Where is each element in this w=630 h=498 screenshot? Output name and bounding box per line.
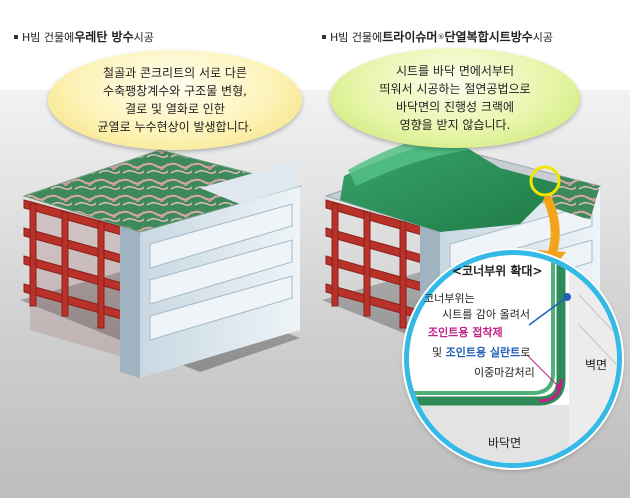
left-headline-suffix: 시공 bbox=[133, 30, 154, 44]
detail-line-4: 및 조인트용 실란트로 bbox=[432, 344, 530, 360]
joint-sealant-label: 조인트용 실란트 bbox=[445, 346, 521, 359]
detail-line-5: 이중마감처리 bbox=[474, 366, 535, 379]
right-headline-strong2: 단열복합시트방수 bbox=[444, 30, 533, 44]
detail-line-1: 코너부위는 bbox=[424, 292, 475, 305]
detail-and: 및 bbox=[432, 346, 446, 359]
wall-label: 벽면 bbox=[585, 358, 608, 372]
left-headline-strong: 우레탄 방수 bbox=[74, 30, 134, 44]
joint-adhesive-label: 조인트용 접착제 bbox=[428, 326, 503, 339]
bullet-icon bbox=[14, 34, 18, 39]
bubble-line: 수축팽창계수와 구조물 변형, bbox=[103, 84, 247, 98]
detail-suffix: 로 bbox=[520, 346, 531, 359]
right-headline-suffix: 시공 bbox=[532, 30, 554, 44]
left-headline: H빔 건물에 우레탄 방수 시공 bbox=[14, 28, 154, 45]
bubble-line: 바닥면의 진행성 크랙에 bbox=[395, 100, 515, 114]
bubble-line: 시트를 바닥 면에서부터 bbox=[395, 64, 515, 78]
highlight-circle bbox=[529, 165, 561, 197]
left-headline-prefix: H빔 건물에 bbox=[22, 30, 75, 44]
bubble-line: 영향을 받지 않습니다. bbox=[399, 118, 511, 132]
bubble-line: 결로 및 열화로 인한 bbox=[125, 102, 225, 116]
left-building bbox=[20, 149, 302, 378]
right-headline: H빔 건물에 트라이슈머 ® 단열복합시트방수 시공 bbox=[322, 28, 553, 45]
bullet-icon bbox=[322, 34, 326, 39]
right-headline-strong: 트라이슈머 bbox=[382, 30, 438, 44]
bubble-line: 띄워서 시공하는 절연공법으로 bbox=[379, 82, 531, 96]
right-speech-bubble: 시트를 바닥 면에서부터 띄워서 시공하는 절연공법으로 바닥면의 진행성 크랙… bbox=[330, 48, 580, 148]
bubble-line: 철골과 콘크리트의 서로 다른 bbox=[103, 66, 247, 80]
right-headline-prefix: H빔 건물에 bbox=[330, 30, 383, 44]
detail-magnifier bbox=[404, 250, 622, 468]
detail-line-2: 시트를 감아 올려서 bbox=[442, 308, 530, 321]
registered-mark: ® bbox=[437, 32, 445, 41]
detail-title: <코너부위 확대> bbox=[452, 264, 543, 278]
floor-label: 바닥면 bbox=[488, 436, 522, 450]
left-speech-bubble: 철골과 콘크리트의 서로 다른 수축팽창계수와 구조물 변형, 결로 및 열화로… bbox=[48, 50, 302, 150]
bubble-line: 균열로 누수현상이 발생합니다. bbox=[97, 120, 253, 134]
